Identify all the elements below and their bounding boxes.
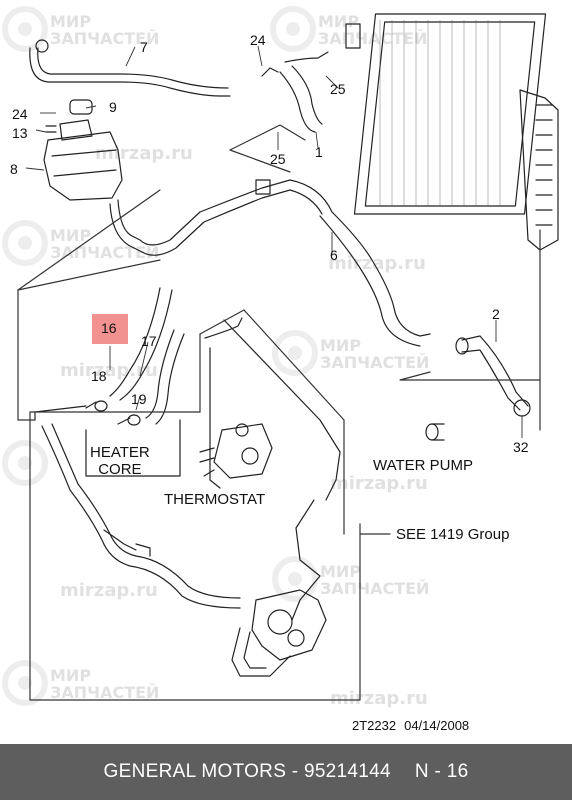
callout-13: 13 bbox=[12, 125, 28, 141]
watermark-logo-icon bbox=[272, 556, 318, 602]
callout-9: 9 bbox=[109, 99, 117, 115]
watermark-logo-icon bbox=[2, 220, 48, 266]
caption-water-pump: WATER PUMP bbox=[373, 457, 473, 474]
callout-32: 32 bbox=[513, 439, 529, 455]
caption-heater-core: HEATER CORE bbox=[90, 444, 150, 479]
callout-19: 19 bbox=[131, 391, 147, 407]
callout-18: 18 bbox=[91, 368, 107, 384]
watermark-logo-icon bbox=[2, 660, 48, 706]
hose-17 bbox=[155, 333, 185, 425]
caption-thermostat: THERMOSTAT bbox=[164, 491, 266, 508]
watermark-site: mirzap.ru bbox=[330, 688, 428, 709]
callout-8: 8 bbox=[10, 161, 18, 177]
callout-25: 25 bbox=[330, 81, 346, 97]
callout-24: 24 bbox=[12, 106, 28, 122]
callout-1: 1 bbox=[315, 144, 323, 160]
caption-see-group: SEE 1419 Group bbox=[396, 526, 510, 543]
thermostat bbox=[213, 423, 273, 479]
diagram-code: 2T2232 bbox=[352, 718, 397, 733]
callout-7: 7 bbox=[140, 39, 148, 55]
watermark-site: mirzap.ru bbox=[328, 253, 426, 274]
footer-part-number: GENERAL MOTORS - 95214144 bbox=[103, 761, 391, 782]
hose-16 bbox=[109, 287, 161, 397]
watermark-logo-icon bbox=[272, 330, 318, 376]
callout-24: 24 bbox=[250, 32, 266, 48]
watermark-site: mirzap.ru bbox=[60, 580, 158, 601]
callout-6: 6 bbox=[330, 247, 338, 263]
diagram-date: 04/14/2008 bbox=[404, 718, 470, 733]
watermark-logo-icon bbox=[2, 440, 48, 486]
hose-7 bbox=[29, 47, 231, 97]
cap-9 bbox=[69, 99, 93, 115]
callout-25: 25 bbox=[270, 151, 286, 167]
hose-2 bbox=[461, 335, 529, 407]
watermark-logo-icon bbox=[2, 6, 48, 52]
watermark-site: mirzap.ru bbox=[330, 473, 428, 494]
radiator bbox=[345, 13, 559, 251]
watermark-logo-icon bbox=[270, 6, 316, 52]
diagram-date-line: 2T2232 04/14/2008 bbox=[352, 718, 477, 733]
callout-16: 16 bbox=[101, 320, 117, 336]
line-drawing bbox=[17, 13, 559, 701]
callout-2: 2 bbox=[492, 306, 500, 322]
hose-6 bbox=[331, 211, 431, 337]
reservoir-8 bbox=[43, 131, 123, 201]
water-pump bbox=[251, 589, 327, 661]
footer-bar: GENERAL MOTORS - 95214144 N - 16 bbox=[0, 744, 572, 800]
callout-17: 17 bbox=[141, 333, 157, 349]
highlight-part-16 bbox=[92, 314, 128, 344]
footer-page: N - 16 bbox=[414, 761, 469, 782]
